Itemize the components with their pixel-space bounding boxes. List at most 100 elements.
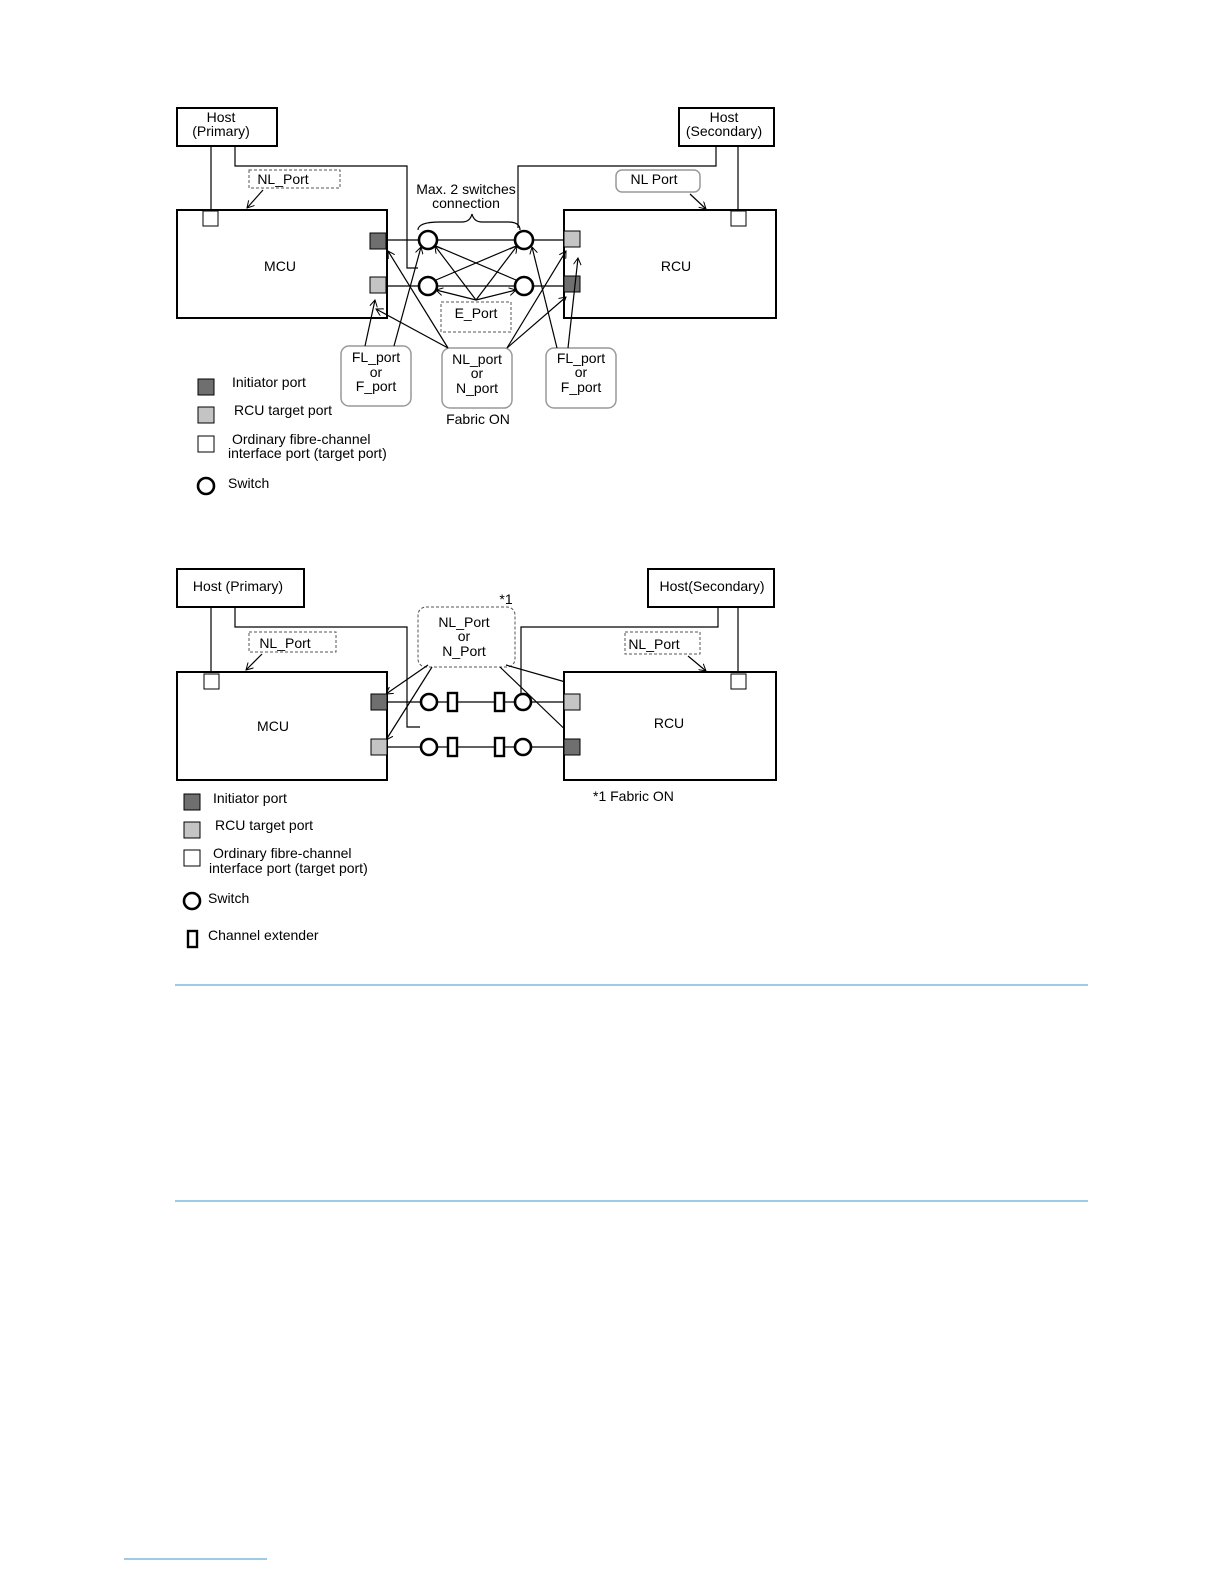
fl-port-right-label: FL_port or F_port [532, 247, 617, 409]
legend-switch: Switch [228, 475, 269, 491]
legend-extender: Channel extender [208, 927, 319, 943]
legend-ordinary: Ordinary fibre-channel [232, 431, 371, 447]
legend-ordinary: Ordinary fibre-channel [213, 845, 352, 861]
fabric-links [386, 239, 564, 287]
initiator-port [563, 738, 581, 756]
switch-icon [182, 891, 202, 911]
switch-icon [513, 692, 533, 712]
rcu-target-port [563, 230, 581, 248]
initiator-port [369, 232, 387, 250]
max-switches-label-2: connection [432, 195, 500, 211]
svg-text:E_Port: E_Port [455, 305, 498, 321]
svg-text:NL_Port: NL_Port [259, 635, 310, 651]
switch-icon [513, 737, 533, 757]
ordinary-port [730, 210, 747, 227]
host-primary-box: Host (Primary) [176, 568, 305, 608]
switch-icon [196, 476, 216, 496]
nl-port-left-label: NL_Port [247, 169, 341, 208]
nl-port-left-label: NL_Port [246, 631, 337, 670]
host-primary-box: Host (Primary) [176, 107, 278, 147]
svg-text:NL_Port: NL_Port [257, 171, 308, 187]
legend-ordinary-2: interface port (target port) [209, 860, 368, 876]
mcu-box: MCU [176, 671, 388, 781]
brace [417, 213, 521, 231]
host-links [210, 607, 739, 728]
diagram-1-fabric-switches: Host (Primary) Host (Secondary) NL_Port … [176, 107, 777, 496]
switch-icon [417, 275, 439, 297]
host-secondary-box: Host(Secondary) [647, 568, 775, 608]
host-secondary-label: Host(Secondary) [659, 578, 764, 594]
svg-text:NL Port: NL Port [631, 171, 678, 187]
svg-text:F_port: F_port [561, 379, 602, 395]
rcu-target-port-swatch [183, 821, 201, 839]
mcu-box: MCU [176, 209, 388, 319]
rcu-label: RCU [661, 258, 691, 274]
fl-port-left-label: FL_port or F_port [340, 247, 421, 407]
svg-text:F_port: F_port [356, 378, 397, 394]
legend-1: Initiator port RCU target port Ordinary … [196, 374, 387, 496]
host-primary-sublabel: (Primary) [192, 123, 250, 139]
rcu-target-port [563, 693, 581, 711]
max-switches-label: Max. 2 switches [416, 181, 516, 197]
legend-2: Initiator port RCU target port Ordinary … [182, 790, 368, 949]
switch-icon [513, 275, 535, 297]
fabric-note: *1 Fabric ON [593, 788, 674, 804]
svg-text:or: or [575, 364, 588, 380]
legend-initiator: Initiator port [213, 790, 287, 806]
nl-port-right-label: NL Port [615, 169, 706, 209]
legend-ordinary-2: interface port (target port) [228, 445, 387, 461]
ordinary-port-swatch [197, 435, 215, 453]
mcu-label: MCU [257, 718, 289, 734]
host-secondary-box: Host (Secondary) [678, 107, 775, 147]
initiator-port-swatch [183, 793, 201, 811]
svg-text:N_Port: N_Port [442, 643, 486, 659]
channel-extender-icon [446, 736, 459, 758]
mcu-label: MCU [264, 258, 296, 274]
ordinary-port [730, 673, 747, 690]
rcu-label: RCU [654, 715, 684, 731]
rcu-target-port [370, 738, 388, 756]
note-mark: *1 [499, 591, 512, 607]
host-secondary-sublabel: (Secondary) [686, 123, 762, 139]
extender-links [387, 701, 564, 748]
nl-port-center-label: *1 NL_Port or N_Port [386, 591, 576, 740]
channel-extender-icon [493, 691, 506, 713]
svg-text:FL_port: FL_port [352, 349, 400, 365]
svg-text:N_port: N_port [456, 380, 498, 396]
nl-port-center-label: NL_port or N_port [376, 251, 566, 409]
initiator-port-swatch [197, 378, 215, 396]
svg-text:NL_port: NL_port [452, 351, 502, 367]
svg-text:or: or [471, 365, 484, 381]
svg-text:NL_Port: NL_Port [628, 636, 679, 652]
switch-icon [513, 229, 535, 251]
rcu-box: RCU [563, 209, 777, 319]
svg-text:FL_port: FL_port [557, 350, 605, 366]
ordinary-port-swatch [183, 849, 201, 867]
svg-text:NL_Port: NL_Port [438, 614, 489, 630]
ordinary-port [203, 673, 220, 690]
svg-text:or: or [458, 628, 471, 644]
switch-icon [419, 692, 439, 712]
e-port-label: E_Port [435, 246, 517, 333]
rcu-target-port [369, 276, 387, 294]
host-primary-label: Host (Primary) [193, 578, 283, 594]
initiator-port [370, 693, 388, 711]
host-links [210, 146, 739, 269]
initiator-port [563, 275, 581, 293]
channel-extender-icon [446, 691, 459, 713]
nl-port-right-label: NL_Port [624, 631, 706, 671]
channel-extender-icon [493, 736, 506, 758]
diagram-2-channel-extenders: Host (Primary) Host(Secondary) NL_Port N… [176, 568, 777, 949]
channel-extender-icon [186, 929, 199, 949]
svg-text:or: or [370, 364, 383, 380]
switch-icon [417, 229, 439, 251]
legend-rcu-target: RCU target port [215, 817, 313, 833]
legend-initiator: Initiator port [232, 374, 306, 390]
legend-switch: Switch [208, 890, 249, 906]
host-primary-label: Host [207, 109, 236, 125]
legend-rcu-target: RCU target port [234, 402, 332, 418]
switch-icon [419, 737, 439, 757]
ordinary-port [202, 210, 219, 227]
rcu-target-port-swatch [197, 406, 215, 424]
